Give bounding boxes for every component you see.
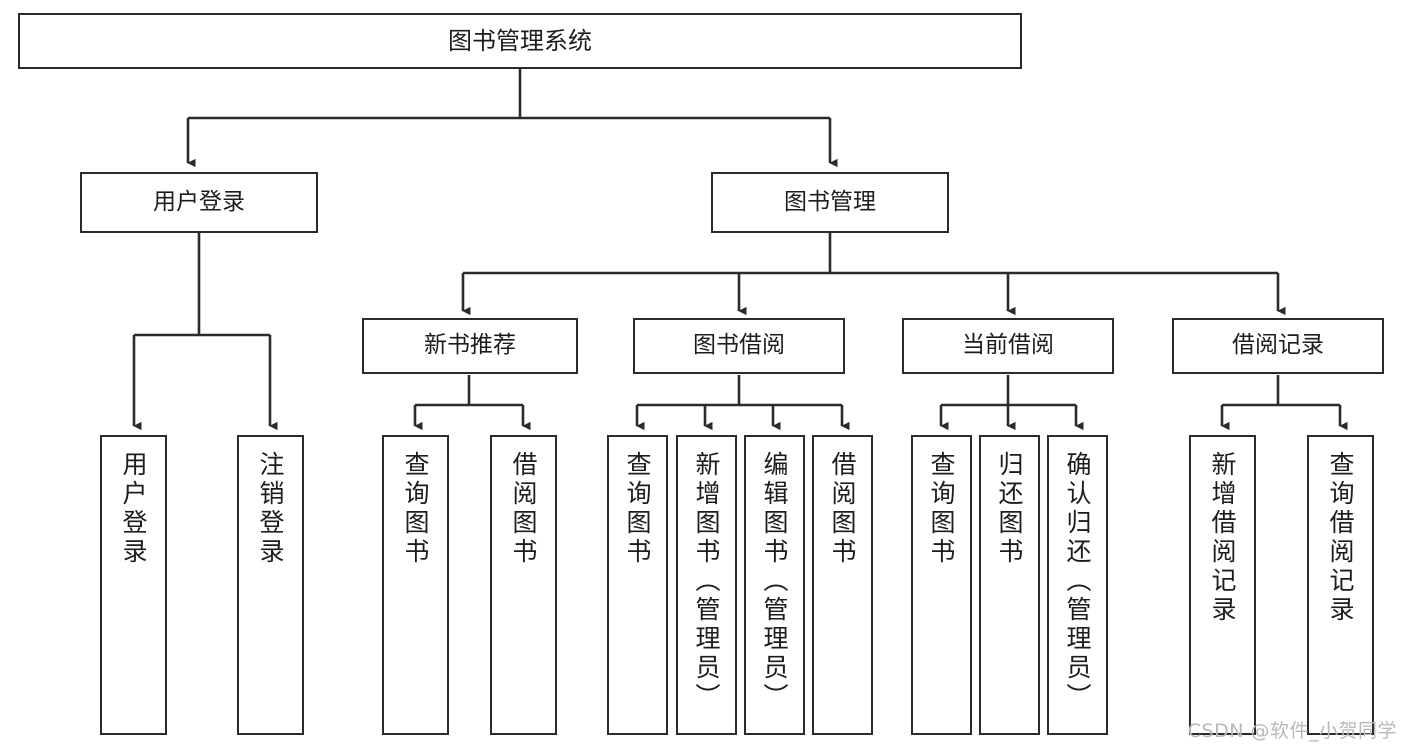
leaf-query-book-borrow[interactable]: 查询图书 [607, 435, 668, 735]
node-label: 编辑图书（管理员） [760, 451, 789, 712]
node-label: 借阅图书 [828, 451, 857, 567]
node-label: 用户登录 [153, 188, 245, 215]
node-current-borrow[interactable]: 当前借阅 [902, 318, 1114, 374]
node-label: 注销登录 [256, 451, 285, 567]
leaf-query-book-recommend[interactable]: 查询图书 [382, 435, 449, 735]
leaf-borrow-book-recommend[interactable]: 借阅图书 [490, 435, 557, 735]
node-label: 图书借阅 [693, 332, 785, 359]
leaf-add-borrow-record[interactable]: 新增借阅记录 [1189, 435, 1256, 735]
node-new-book-recommend[interactable]: 新书推荐 [362, 318, 578, 374]
node-label: 查询借阅记录 [1326, 451, 1355, 625]
node-label: 新增借阅记录 [1208, 451, 1237, 625]
node-book-management[interactable]: 图书管理 [711, 172, 949, 233]
leaf-user-login[interactable]: 用户登录 [100, 435, 167, 735]
node-label: 图书管理系统 [448, 26, 592, 55]
node-label: 借阅记录 [1232, 332, 1324, 359]
node-label: 查询图书 [927, 451, 956, 567]
leaf-return-book[interactable]: 归还图书 [979, 435, 1040, 735]
node-label: 当前借阅 [962, 332, 1054, 359]
leaf-query-borrow-record[interactable]: 查询借阅记录 [1307, 435, 1374, 735]
node-label: 查询图书 [401, 451, 430, 567]
node-label: 查询图书 [623, 451, 652, 567]
node-label: 图书管理 [784, 188, 876, 215]
node-label: 用户登录 [119, 451, 148, 567]
leaf-confirm-return-admin[interactable]: 确认归还（管理员） [1047, 435, 1108, 735]
node-label: 新书推荐 [424, 332, 516, 359]
leaf-borrow-book-borrow[interactable]: 借阅图书 [812, 435, 873, 735]
node-label: 借阅图书 [509, 451, 538, 567]
node-borrow-record[interactable]: 借阅记录 [1172, 318, 1384, 374]
csdn-watermark: CSDN @软件_小贺同学 [1187, 720, 1397, 742]
node-label: 新增图书（管理员） [692, 451, 721, 712]
node-book-borrow[interactable]: 图书借阅 [633, 318, 845, 374]
leaf-logout-login[interactable]: 注销登录 [237, 435, 304, 735]
node-root-book-management-system[interactable]: 图书管理系统 [18, 13, 1022, 69]
node-label: 确认归还（管理员） [1063, 451, 1092, 712]
leaf-query-book-current[interactable]: 查询图书 [911, 435, 972, 735]
node-user-login[interactable]: 用户登录 [80, 172, 318, 233]
leaf-add-book-admin[interactable]: 新增图书（管理员） [676, 435, 737, 735]
leaf-edit-book-admin[interactable]: 编辑图书（管理员） [744, 435, 805, 735]
node-label: 归还图书 [995, 451, 1024, 567]
